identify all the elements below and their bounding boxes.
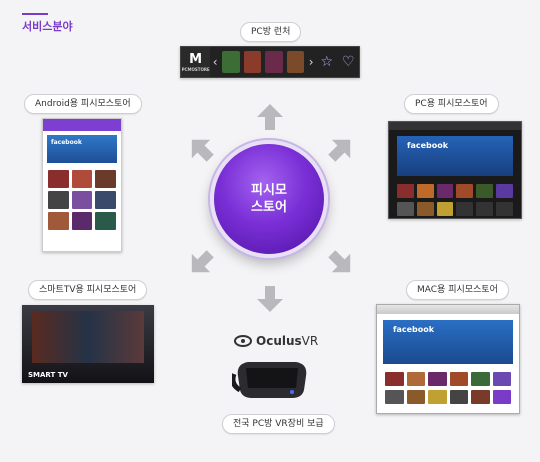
star-icon: ☆ [320,54,334,70]
mac-app-row [377,370,519,388]
tv-screen [32,311,144,363]
android-store-screenshot: facebook [42,118,122,252]
chevron-right-icon: › [308,55,314,69]
label-pc-launcher: PC방 런처 [240,22,302,42]
label-smart-tv: 스마트TV용 피시모스토어 [28,280,148,300]
smart-tv-screenshot: SMART TV [22,305,154,383]
pc-store-screenshot: facebook [388,121,522,219]
label-vr: 전국 PC방 VR장비 보급 [222,414,335,434]
label-android: Android용 피시모스토어 [24,94,142,114]
android-top-bar [43,119,121,131]
tv-brand: SMART TV [28,371,68,379]
mac-banner: facebook [383,320,513,364]
pc-app-row [389,182,521,200]
launcher-logo: M PCMOSTORE [181,47,211,77]
arrow-down-left-icon [191,250,214,273]
launcher-tile [243,51,262,73]
arrow-down-icon [257,286,283,312]
pc-banner: facebook [397,136,513,176]
vr-headset-icon [232,362,307,398]
heart-icon: ♡ [341,54,355,70]
oculus-eye-icon [234,335,252,347]
mac-store-screenshot: facebook [376,304,520,414]
arrow-up-icon [257,104,283,130]
android-app-grid [43,167,121,233]
label-pc: PC용 피시모스토어 [404,94,499,114]
android-banner: facebook [47,135,117,163]
section-title: 서비스분야 [22,13,73,33]
arrow-up-left-icon [191,139,214,162]
arrow-up-right-icon [328,139,351,162]
label-mac: MAC용 피시모스토어 [406,280,509,300]
mac-window-bar [377,305,519,314]
oculus-logo: OculusVR [234,334,318,348]
pc-app-row [389,200,521,218]
arrow-down-right-icon [328,250,351,273]
mac-app-row [377,388,519,406]
pc-launcher-screenshot: M PCMOSTORE ‹ › ☆ ♡ [180,46,360,78]
chevron-left-icon: ‹ [212,55,218,69]
center-hub: 피시모 스토어 [210,140,328,258]
launcher-tile [222,51,240,73]
pc-window-bar [389,122,521,130]
launcher-tile [265,51,283,73]
launcher-tile [286,51,305,73]
